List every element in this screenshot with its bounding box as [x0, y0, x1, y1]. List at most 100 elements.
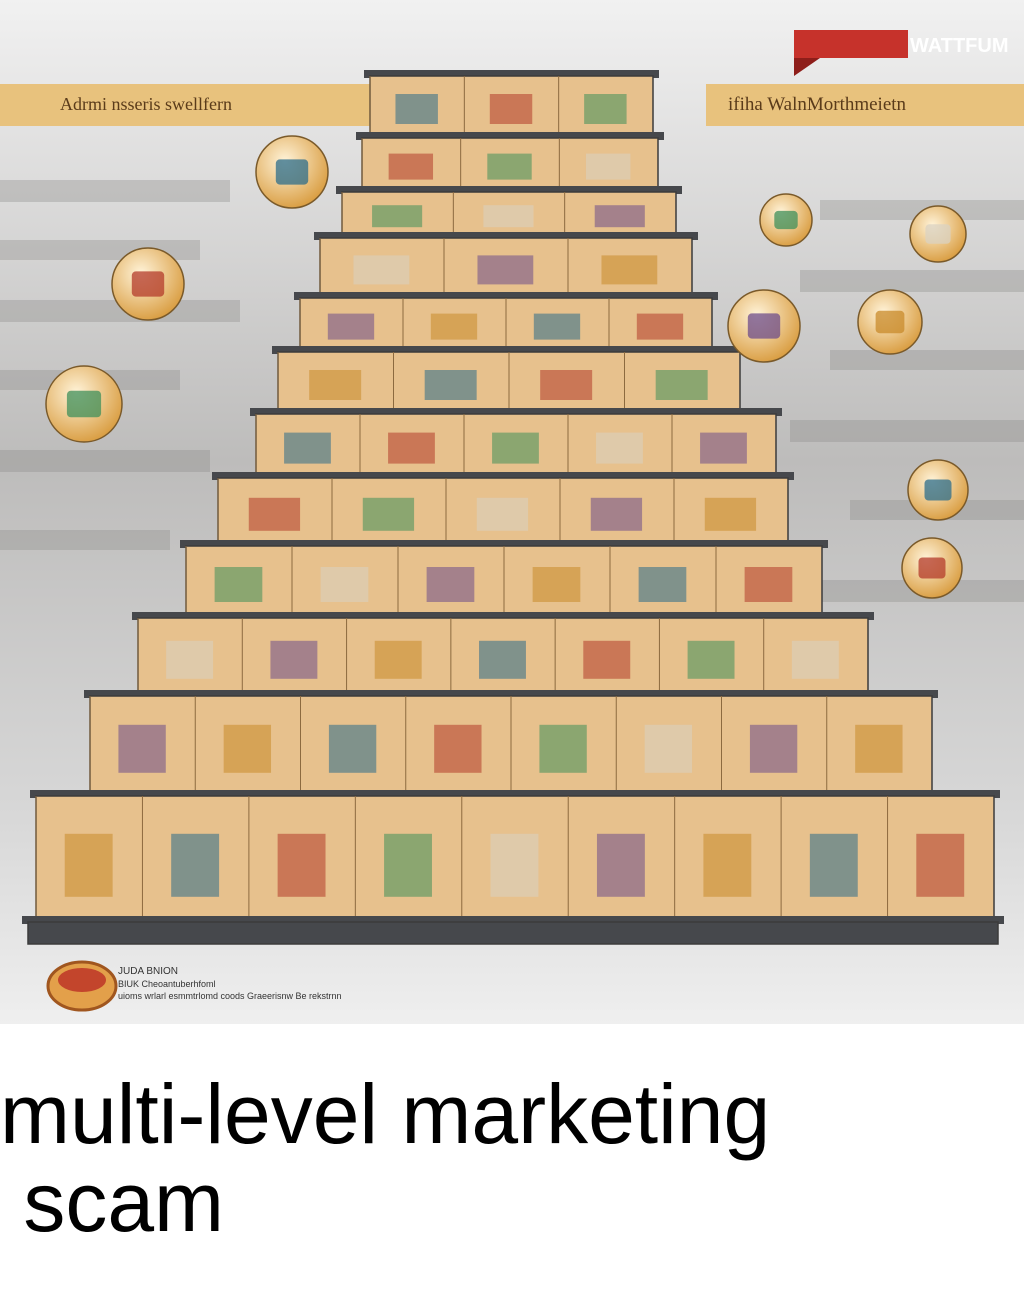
room-scene — [270, 640, 318, 679]
footer-line-3: uioms wrlarl esmmtrlomd coods Graeerisnw… — [118, 991, 342, 1001]
product-icon — [925, 224, 951, 244]
room-scene — [362, 497, 415, 531]
room-scene — [596, 833, 645, 897]
product-icon — [275, 159, 309, 185]
room-scene — [700, 432, 747, 464]
room-scene — [539, 724, 587, 773]
room-scene — [855, 724, 903, 773]
side-product-orbs — [45, 135, 969, 599]
room-scene — [223, 724, 272, 773]
room-scene — [327, 313, 375, 340]
room-scene — [540, 370, 593, 400]
right-banner-text: ifiha WalnMorthmeietn — [728, 94, 907, 115]
room-scene — [585, 153, 631, 180]
product-icon — [875, 310, 905, 334]
room-scene — [388, 153, 434, 180]
tower-floor — [364, 70, 659, 137]
room-scene — [584, 94, 627, 124]
room-scene — [638, 567, 687, 602]
room-scene — [477, 255, 534, 285]
room-scene — [791, 640, 839, 679]
illustration-canvas: Adrmi nsseris swellfern ifiha WalnMorthm… — [0, 0, 1024, 1024]
product-icon — [747, 313, 781, 339]
room-scene — [426, 567, 475, 602]
background-stairs — [0, 180, 1024, 602]
left-banner-text: Adrmi nsseris swellfern — [60, 94, 232, 114]
footer-logo — [46, 960, 118, 1012]
tower-floor — [250, 408, 782, 477]
right-banner: ifiha WalnMorthmeietn — [706, 84, 1024, 126]
left-banner: Adrmi nsseris swellfern — [0, 84, 372, 126]
room-scene — [328, 724, 377, 773]
room-scene — [166, 640, 214, 679]
product-icon — [924, 479, 952, 501]
room-scene — [487, 153, 532, 180]
tower-floor — [272, 346, 746, 413]
tower-floor — [212, 472, 794, 545]
product-icon — [918, 557, 946, 579]
room-scene — [479, 640, 526, 679]
room-scene — [749, 724, 798, 773]
product-icon — [66, 390, 102, 418]
top-right-badge: WATTFUM — [794, 30, 1009, 76]
tower-floor — [84, 690, 938, 793]
room-scene — [655, 370, 708, 400]
room-scene — [118, 724, 166, 773]
room-scene — [809, 833, 858, 897]
footer-line-2: BIUK Cheoantuberhfoml — [118, 979, 216, 989]
room-scene — [703, 833, 752, 897]
room-scene — [636, 313, 684, 340]
room-scene — [583, 640, 631, 679]
room-scene — [372, 205, 423, 228]
room-scene — [644, 724, 693, 773]
room-scene — [171, 833, 220, 897]
room-scene — [384, 833, 432, 897]
tower-floor — [180, 540, 828, 617]
tower-floor — [314, 232, 698, 297]
room-scene — [353, 255, 410, 285]
room-scene — [533, 313, 581, 340]
caption: multi-level marketing scam — [0, 1070, 1024, 1246]
tower-floor — [356, 132, 664, 191]
room-scene — [248, 497, 301, 531]
tower-floor — [132, 612, 874, 695]
room-scene — [744, 567, 793, 602]
footer-line-1: JUDA BNION — [118, 966, 178, 977]
room-scene — [532, 567, 581, 602]
room-scene — [476, 497, 529, 531]
room-scene — [64, 833, 113, 897]
room-scene — [309, 370, 362, 400]
room-scene — [214, 567, 263, 602]
room-scene — [483, 205, 534, 228]
room-scene — [395, 94, 438, 124]
room-scene — [601, 255, 658, 285]
room-scene — [590, 497, 643, 531]
caption-line-1: multi-level marketing — [0, 1067, 771, 1161]
room-scene — [284, 432, 331, 464]
top-right-badge-text: WATTFUM — [910, 35, 1009, 57]
tower-floor — [30, 790, 1000, 923]
room-scene — [424, 370, 477, 400]
room-scene — [490, 833, 539, 897]
room-scene — [277, 833, 326, 897]
tower-floor — [294, 292, 718, 351]
room-scene — [430, 313, 478, 340]
tower-floors — [22, 70, 1004, 945]
room-scene — [388, 432, 435, 464]
room-scene — [374, 640, 422, 679]
room-scene — [489, 94, 533, 124]
room-scene — [434, 724, 482, 773]
tower-floor — [22, 916, 1004, 945]
caption-line-2: scam — [0, 1155, 225, 1249]
room-scene — [492, 432, 539, 464]
room-scene — [596, 432, 643, 464]
mlm-pyramid-illustration: Adrmi nsseris swellfern ifiha WalnMorthm… — [0, 0, 1024, 1024]
room-scene — [704, 497, 757, 531]
tower-floor — [336, 186, 682, 237]
room-scene — [687, 640, 735, 679]
product-icon — [131, 271, 165, 297]
room-scene — [320, 567, 369, 602]
room-scene — [916, 833, 965, 897]
product-icon — [774, 210, 798, 230]
